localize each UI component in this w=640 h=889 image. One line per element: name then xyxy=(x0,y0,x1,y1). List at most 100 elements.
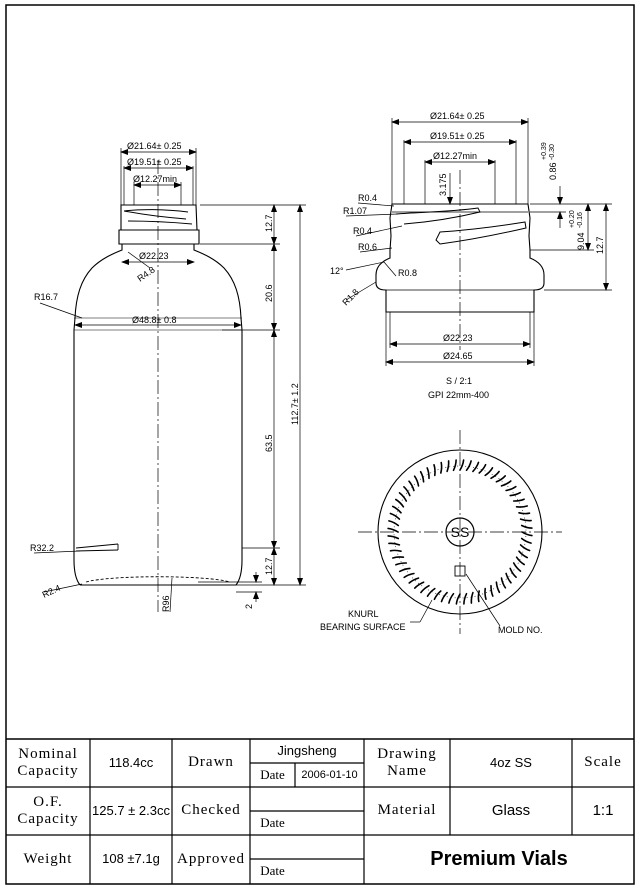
finish-d-base: Ø24.65 xyxy=(443,351,473,361)
knurl-mark xyxy=(452,459,457,472)
finish-view xyxy=(375,170,545,350)
knurl-mark xyxy=(465,460,472,472)
side-r-neck: R4.8 xyxy=(135,265,156,284)
side-finish-h: 12.7 xyxy=(264,214,274,232)
finish-r04b: R0.4 xyxy=(353,226,372,236)
mark-circle xyxy=(445,517,475,547)
finish-top-tol-low: -0.30 xyxy=(549,144,556,160)
finish-r08: R0.8 xyxy=(398,268,417,278)
drawn-date: 2006-01-10 xyxy=(301,768,358,781)
knurl-mark xyxy=(505,572,512,584)
bottom-outer-circle xyxy=(377,449,543,615)
of-capacity-label: O.F. Capacity xyxy=(17,793,79,827)
knurl-mark xyxy=(433,590,442,601)
mold-no-label: MOLD NO. xyxy=(498,625,543,635)
knurl-mark xyxy=(472,461,480,473)
approved-label: Approved xyxy=(177,850,245,867)
knurl-mark xyxy=(500,577,507,589)
knurl-label-1: KNURL xyxy=(348,609,379,619)
knurl-mark xyxy=(495,475,506,483)
knurl-mark xyxy=(518,550,529,559)
mold-number-box xyxy=(454,565,466,577)
side-r-shoulder: R16.7 xyxy=(34,292,58,302)
material-label: Material xyxy=(377,802,437,819)
knurl-mark xyxy=(398,567,411,573)
knurl-mark xyxy=(395,562,408,566)
knurl-mark xyxy=(515,556,525,566)
knurl-mark xyxy=(490,470,500,480)
side-view xyxy=(73,160,243,612)
heel-line xyxy=(75,543,119,549)
bottom-view xyxy=(358,430,562,634)
bottle-outline xyxy=(73,244,243,586)
weight-label: Weight xyxy=(23,850,73,867)
knurl-mark xyxy=(519,544,531,552)
knurl-mark xyxy=(446,460,450,473)
finish-gpi-note: GPI 22mm-400 xyxy=(428,390,489,400)
side-body-h: 63.5 xyxy=(264,434,274,452)
drawing-name-value: 4oz SS xyxy=(490,754,532,770)
knurl-mark xyxy=(459,459,465,471)
drawn-label: Drawn xyxy=(188,754,234,771)
knurl-mark xyxy=(420,584,430,594)
finish-d-outer: Ø21.64± 0.25 xyxy=(430,111,484,121)
side-dimension-lines xyxy=(33,148,306,613)
finish-top-tol-main: 0.86 xyxy=(548,162,558,180)
knurl-mark xyxy=(448,592,455,604)
knurl-mark xyxy=(484,587,487,600)
knurl-mark xyxy=(408,577,420,584)
sheet-border xyxy=(5,4,635,885)
knurl-mark xyxy=(515,505,528,508)
finish-dimension-texts: Ø21.64± 0.25 Ø19.51± 0.25 Ø12.27min 3.17… xyxy=(330,111,605,400)
finish-d-inner: Ø19.51± 0.25 xyxy=(430,131,484,141)
drawn-by: Jingsheng xyxy=(277,742,337,758)
knurl-mark xyxy=(433,464,436,477)
knurl-mark xyxy=(512,498,525,502)
knurl-mark xyxy=(414,581,425,589)
knurl-mark xyxy=(512,562,522,572)
knurl-marks xyxy=(387,459,533,605)
finish-thread-up: +0.20 xyxy=(569,210,576,228)
side-shoulder-h: 20.6 xyxy=(264,284,274,302)
knurl-mark xyxy=(403,572,415,579)
side-r-bottom: R96 xyxy=(161,595,171,612)
knurl-mark xyxy=(387,535,400,540)
side-r-base: R2.4 xyxy=(41,583,62,600)
knurl-mark xyxy=(520,524,533,529)
knurl-mark xyxy=(413,475,420,487)
finish-thread-main: 9.04 xyxy=(576,232,586,250)
finish-angle: 12° xyxy=(330,266,344,276)
knurl-mark xyxy=(500,480,512,487)
side-dimension-texts: Ø21.64± 0.25 Ø19.51± 0.25 Ø12.27min Ø22.… xyxy=(30,141,300,612)
knurl-mark xyxy=(389,549,402,552)
finish-r107: R1.07 xyxy=(343,206,367,216)
knurl-mark xyxy=(477,590,480,603)
knurl-mark xyxy=(398,492,408,502)
knurl-mark xyxy=(521,531,533,537)
knurl-mark xyxy=(395,498,405,508)
nominal-capacity-value: 118.4cc xyxy=(108,754,154,770)
finish-height: 12.7 xyxy=(595,236,605,254)
side-d-body: Ø48.8± 0.8 xyxy=(132,315,176,325)
finish-scale-note: S / 2:1 xyxy=(446,376,472,386)
bottom-pushup xyxy=(85,576,231,583)
finish-thread-low: -0.16 xyxy=(577,212,584,228)
knurl-mark xyxy=(408,480,415,492)
finish-dimension-lines xyxy=(345,118,612,366)
knurl-mark xyxy=(440,591,448,603)
knurl-mark xyxy=(440,461,443,474)
knurl-mark xyxy=(387,527,399,533)
side-d-neck: Ø22.23 xyxy=(139,251,169,261)
drawn-date-label: Date xyxy=(260,766,285,782)
knurl-ring xyxy=(393,465,527,599)
knurl-mark xyxy=(520,537,532,544)
knurl-mark xyxy=(391,505,402,514)
knurl-mark xyxy=(470,591,474,604)
title-block: Nominal Capacity 118.4cc O.F. Capacity 1… xyxy=(6,739,634,884)
finish-thread-h: 3.175 xyxy=(438,173,448,196)
finish-top-tol-up: +0.39 xyxy=(541,142,548,160)
knurl-mark xyxy=(509,567,517,578)
side-thread xyxy=(123,209,193,225)
side-total-h: 112.7± 1.2 xyxy=(290,383,300,425)
knurl-mark xyxy=(484,467,494,477)
